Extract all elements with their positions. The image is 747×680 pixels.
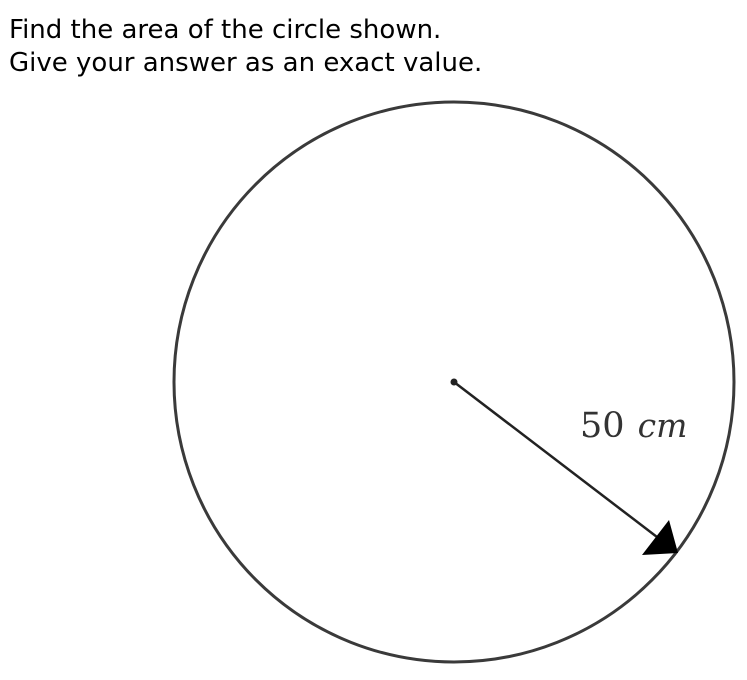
question-line-2: Give your answer as an exact value. [9,48,483,78]
radius-arrowhead [642,520,678,555]
question-line-1: Find the area of the circle shown. [9,15,442,45]
radius-label: 50 cm [580,406,687,446]
circle-outline [172,100,736,664]
radius-line [453,381,675,551]
question-text: Find the area of the circle shown. Give … [9,14,482,80]
radius-unit: cm [638,406,688,445]
radius-value: 50 [580,406,625,446]
